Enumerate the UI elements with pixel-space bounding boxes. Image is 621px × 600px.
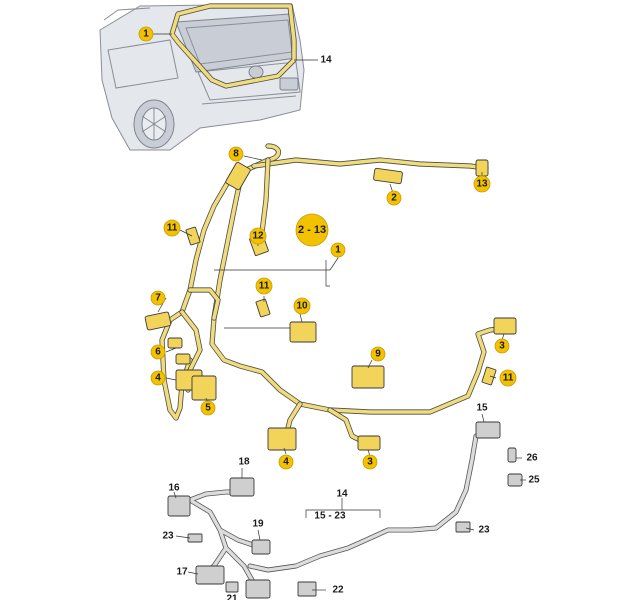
svg-text:8: 8 xyxy=(233,149,239,160)
badge-14: 14 xyxy=(320,55,332,66)
label-14: 14 xyxy=(336,489,348,500)
connectors xyxy=(144,159,523,599)
svg-text:11: 11 xyxy=(503,373,514,384)
badge-1: 1 xyxy=(138,26,154,42)
svg-text:4: 4 xyxy=(283,457,289,468)
h-main-fill xyxy=(160,144,281,420)
svg-text:5: 5 xyxy=(205,403,211,414)
label-15-23: 15 - 23 xyxy=(314,511,346,522)
svg-text:11: 11 xyxy=(259,281,270,292)
label-19: 19 xyxy=(252,519,264,530)
badge-10: 10 xyxy=(293,297,311,315)
badge-11: 11 xyxy=(499,369,517,387)
label-21: 21 xyxy=(226,594,238,600)
leader-lines xyxy=(157,155,526,591)
badge-9: 9 xyxy=(370,346,386,362)
part-number-labels: 15 26 25 18 16 14 15 - 23 23 23 19 17 22… xyxy=(162,403,540,600)
svg-text:10: 10 xyxy=(296,301,308,312)
badge-13: 13 xyxy=(473,175,491,193)
badge-5: 5 xyxy=(200,400,216,416)
badge-6: 6 xyxy=(150,344,166,360)
svg-text:12: 12 xyxy=(252,231,264,242)
svg-text:11: 11 xyxy=(167,223,178,234)
g-branch-fill xyxy=(188,490,258,594)
svg-text:1: 1 xyxy=(143,29,149,40)
badge-11: 11 xyxy=(255,277,273,295)
label-16: 16 xyxy=(168,483,180,494)
label-23: 23 xyxy=(478,525,490,536)
position-badges: 1 14 8 13 2 11 12 1 7 11 10 6 4 5 9 3 11… xyxy=(138,26,517,470)
badge-3: 3 xyxy=(362,454,378,470)
label-15: 15 xyxy=(476,403,488,414)
badge-12: 12 xyxy=(249,227,267,245)
h-main2-fill xyxy=(210,170,512,414)
label-18: 18 xyxy=(238,457,250,468)
svg-text:7: 7 xyxy=(155,293,161,304)
label-22: 22 xyxy=(332,585,344,596)
svg-text:13: 13 xyxy=(476,179,488,190)
grey-harness xyxy=(187,433,479,595)
label-26: 26 xyxy=(526,453,538,464)
badge-11: 11 xyxy=(163,219,181,237)
badge-group-2-13: 2 - 13 xyxy=(295,213,329,247)
badge-8: 8 xyxy=(228,146,244,162)
svg-text:6: 6 xyxy=(155,347,161,358)
badge-3: 3 xyxy=(494,338,510,354)
label-23: 23 xyxy=(162,531,174,542)
svg-text:4: 4 xyxy=(155,373,161,384)
badge-4: 4 xyxy=(278,454,294,470)
svg-text:2: 2 xyxy=(391,193,397,204)
badge-7: 7 xyxy=(150,290,166,306)
svg-text:9: 9 xyxy=(375,349,381,360)
badge-2: 2 xyxy=(386,190,402,206)
car-illustration xyxy=(99,3,318,151)
badge-1: 1 xyxy=(330,242,346,258)
label-17: 17 xyxy=(176,567,188,578)
label-25: 25 xyxy=(528,475,540,486)
svg-text:3: 3 xyxy=(367,457,373,468)
badge-4: 4 xyxy=(150,370,166,386)
svg-text:14: 14 xyxy=(320,55,332,66)
svg-text:3: 3 xyxy=(499,341,505,352)
svg-text:2 - 13: 2 - 13 xyxy=(298,224,326,236)
g-main-fill xyxy=(248,434,478,572)
svg-text:1: 1 xyxy=(335,245,341,256)
h-top-fill xyxy=(252,158,488,170)
